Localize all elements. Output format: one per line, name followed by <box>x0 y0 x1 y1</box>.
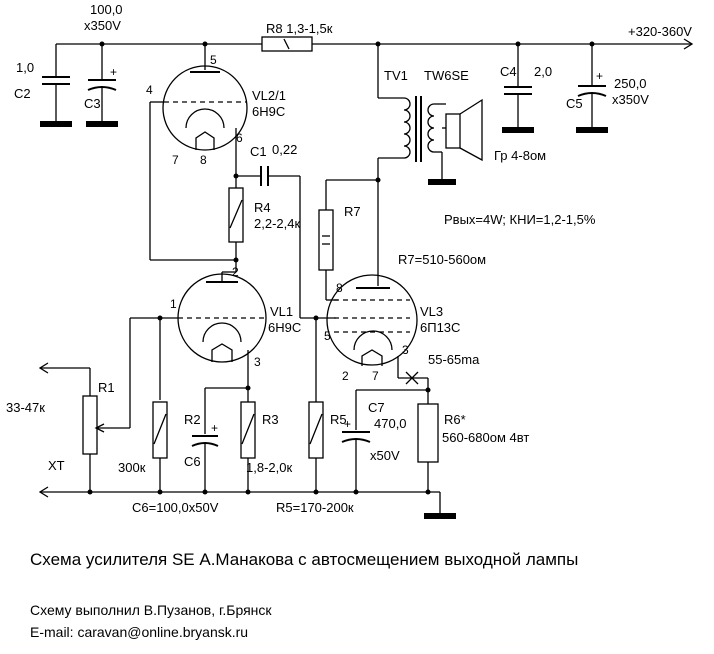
capacitor-c5: + <box>576 44 608 133</box>
specs-label: Рвых=4W; КНИ=1,2-1,5% <box>444 212 596 227</box>
c6-value: C6=100,0x50V <box>132 500 219 515</box>
c7-name: C7 <box>368 400 385 415</box>
capacitor-c1 <box>233 166 336 319</box>
resistor-r3 <box>240 388 256 492</box>
capacitor-c3: + <box>86 44 118 127</box>
c2-name: C2 <box>14 86 31 101</box>
tv1-label: TV1 <box>384 68 408 83</box>
pin-label: 5 <box>210 53 217 67</box>
r2-value: 300к <box>118 460 146 475</box>
c5-name: C5 <box>566 96 583 111</box>
pin-label: 2 <box>342 369 349 383</box>
pin-label: 8 <box>200 153 207 167</box>
svg-text:+: + <box>344 417 351 431</box>
pin-label: 8 <box>336 281 343 295</box>
speaker-icon <box>442 98 483 162</box>
capacitor-c6: + <box>191 385 251 492</box>
pin-label: 5 <box>324 329 331 343</box>
author-credit: Схему выполнил В.Пузанов, г.Брянск <box>30 602 272 618</box>
current-label: 55-65mа <box>428 352 480 367</box>
potentiometer-r1 <box>38 317 161 492</box>
tw6se-label: TW6SE <box>424 68 469 83</box>
pin-label: 3 <box>254 355 261 369</box>
contact-email: E-mail: caravan@online.bryansk.ru <box>30 624 249 640</box>
page-title: Схема усилителя SE А.Манакова с автосмещ… <box>30 550 579 569</box>
tube-vl1 <box>157 271 267 388</box>
r8-label: R8 1,3-1,5к <box>266 21 333 36</box>
c3-name: C3 <box>84 96 101 111</box>
pin-label: 7 <box>372 369 379 383</box>
supply-rail <box>56 41 640 47</box>
vl1-name: VL1 <box>270 304 293 319</box>
vl2-name: VL2/1 <box>252 88 286 103</box>
c2-value: 1,0 <box>16 60 34 75</box>
r4-value: 2,2-2,4к <box>254 216 300 231</box>
r2-name: R2 <box>184 412 201 427</box>
c4-value: 2,0 <box>534 64 552 79</box>
r5-value: R5=170-200к <box>276 500 354 515</box>
r3-value: 1,8-2,0к <box>246 460 292 475</box>
pin-label: 2 <box>232 265 239 279</box>
vl1-type: 6Н9С <box>268 320 301 335</box>
pin-label: 7 <box>172 153 179 167</box>
c7-voltage: x50V <box>370 448 400 463</box>
r6-name: R6* <box>444 412 466 427</box>
c6-name: C6 <box>184 454 201 469</box>
pin-label: 1 <box>170 297 177 311</box>
vl2-type: 6Н9С <box>252 104 285 119</box>
resistor-r4 <box>228 176 244 272</box>
vl3-name: VL3 <box>420 304 443 319</box>
c3-value: 100,0 <box>90 2 123 17</box>
c4-name: C4 <box>500 64 517 79</box>
capacitor-c4 <box>502 44 534 133</box>
capacitor-c2 <box>40 44 72 127</box>
resistor-r5 <box>308 315 324 492</box>
c3-voltage: x350V <box>84 18 121 33</box>
c1-value: 0,22 <box>272 142 297 157</box>
r7-value: R7=510-560ом <box>398 252 486 267</box>
resistor-r2 <box>152 401 168 492</box>
pin-label: 3 <box>402 343 409 357</box>
vl3-type: 6П13С <box>420 320 460 335</box>
supply-arrow <box>640 38 694 50</box>
c5-value: 250,0 <box>614 76 647 91</box>
transformer-tv1 <box>377 44 456 185</box>
resistor-r6 <box>417 378 439 492</box>
r1-name: R1 <box>98 380 115 395</box>
c1-name: C1 <box>250 144 267 159</box>
r4-name: R4 <box>254 200 271 215</box>
tube-vl2 <box>149 44 248 261</box>
svg-text:+: + <box>211 421 218 435</box>
capacitor-c7: + <box>341 389 428 492</box>
r6-value: 560-680ом 4вт <box>442 430 529 445</box>
supply-voltage: +320-360V <box>628 24 692 39</box>
ground-bus <box>38 486 456 519</box>
r5-name: R5 <box>330 412 347 427</box>
speaker-label: Гр 4-8ом <box>494 148 546 163</box>
r7-name: R7 <box>344 204 361 219</box>
svg-text:+: + <box>110 65 117 79</box>
svg-text:+: + <box>596 69 603 83</box>
r3-name: R3 <box>262 412 279 427</box>
c5-voltage: x350V <box>612 92 649 107</box>
pin-label: 4 <box>146 83 153 97</box>
tube-vl3 <box>326 180 428 385</box>
r1-value: 33-47к <box>6 400 45 415</box>
c7-value: 470,0 <box>374 416 407 431</box>
resistor-r8 <box>261 36 313 52</box>
pin-label: 6 <box>236 131 243 145</box>
xt-label: ХТ <box>48 458 65 473</box>
